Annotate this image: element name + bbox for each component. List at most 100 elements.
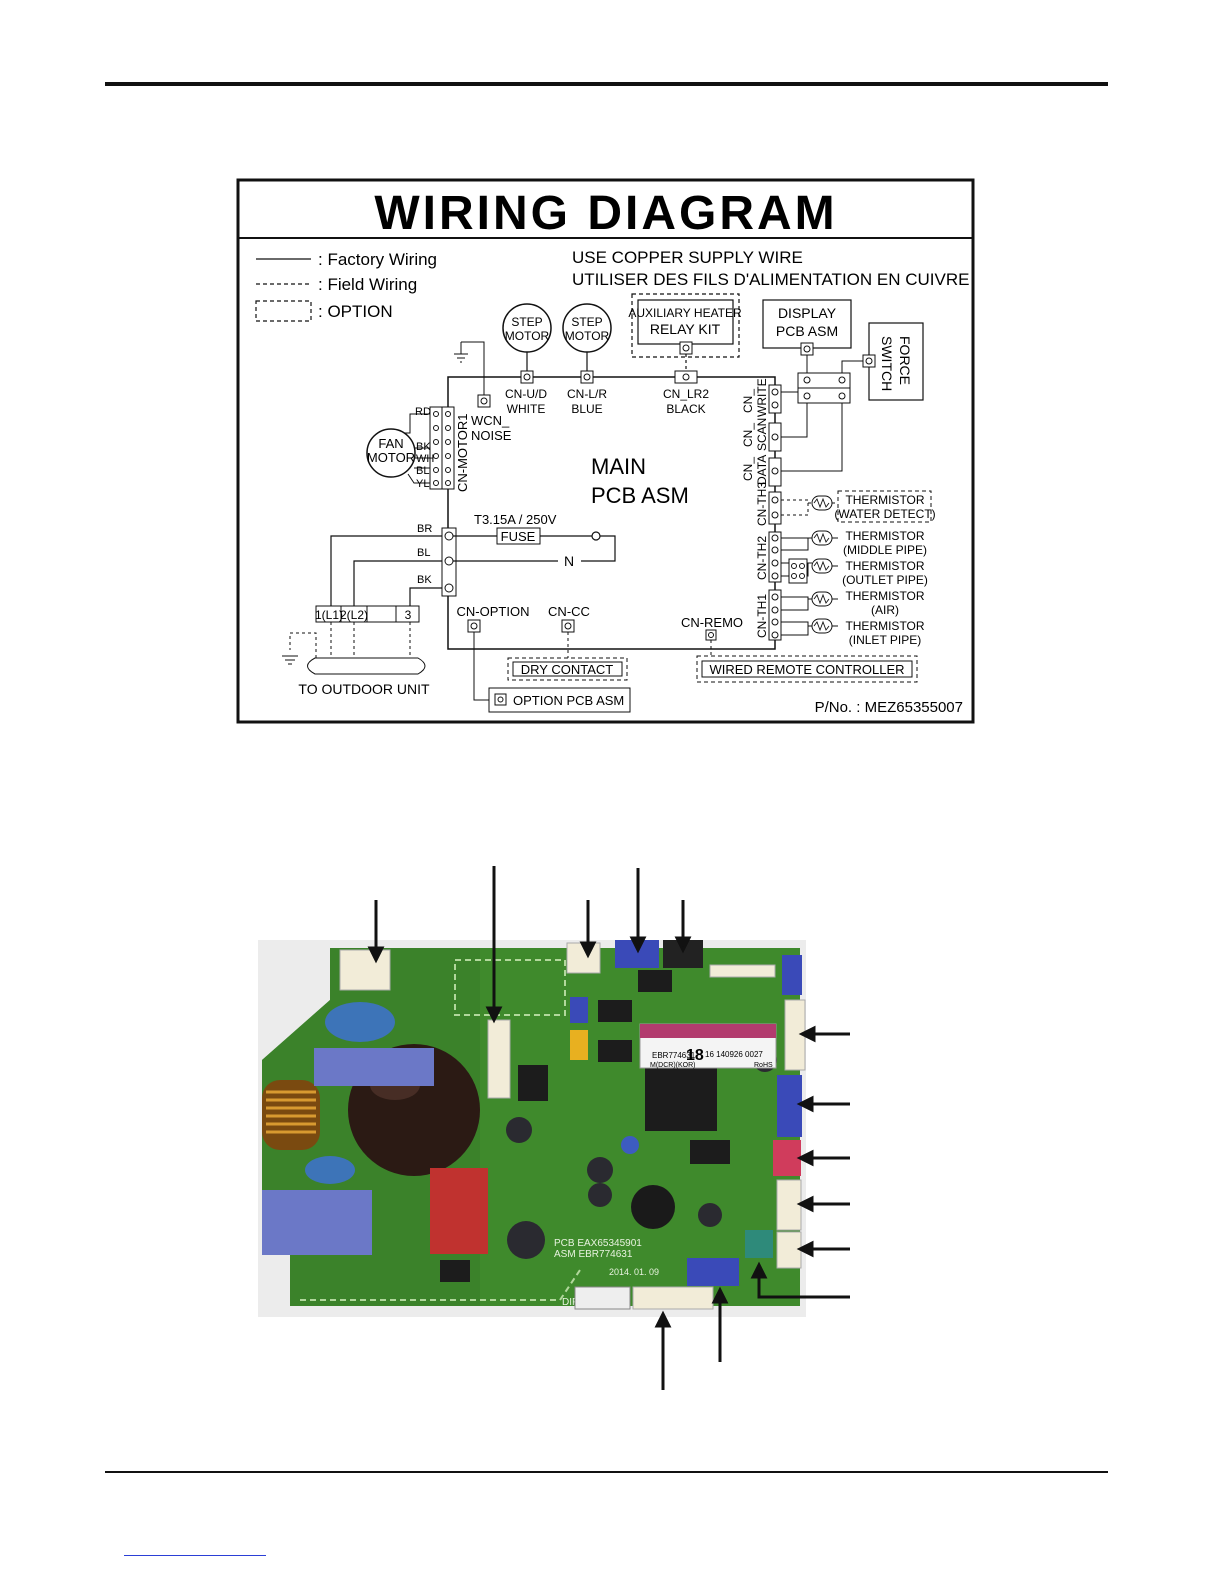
option-pcb-asm [488, 687, 631, 713]
svg-text:EBR774631: EBR774631 [652, 1051, 696, 1060]
cn-motor1-label: CN-MOTOR1 [455, 414, 470, 492]
svg-text:2014. 01. 09: 2014. 01. 09 [609, 1267, 659, 1277]
wired-remote-controller [701, 660, 913, 678]
svg-text:(OUTLET PIPE): (OUTLET PIPE) [842, 573, 928, 587]
svg-text:M(DCR)(KOR): M(DCR)(KOR) [650, 1062, 696, 1069]
svg-text:(MIDDLE PIPE): (MIDDLE PIPE) [843, 543, 927, 557]
legend-factory-wiring: : Factory Wiring [318, 250, 437, 269]
svg-text:BLUE: BLUE [571, 402, 602, 416]
svg-text:WH: WH [416, 453, 434, 465]
th1-connector [776, 1231, 802, 1269]
cn-ud-label: CN-U/D [505, 387, 547, 401]
svg-text:RoHS: RoHS [754, 1062, 773, 1069]
svg-text:RELAY KIT: RELAY KIT [650, 321, 721, 337]
svg-text:MOTOR: MOTOR [367, 450, 415, 465]
svg-text:FUSE: FUSE [501, 529, 536, 544]
cn-scan-label: SCAN [755, 418, 769, 451]
svg-text:(WATER DETECT): (WATER DETECT) [834, 507, 935, 521]
scan-connector [777, 1075, 802, 1137]
svg-text:AUXILIARY HEATER: AUXILIARY HEATER [628, 306, 742, 320]
svg-text:16 140926 0027: 16 140926 0027 [705, 1050, 763, 1059]
fuse-rating: T3.15A / 250V [474, 512, 557, 527]
thermistor-outlet-pipe: THERMISTOR [845, 559, 924, 573]
svg-text:SWITCH: SWITCH [879, 336, 895, 391]
cn-lr-label: CN-L/R [567, 387, 607, 401]
pcb-photo-background [258, 940, 806, 1317]
cn-cc-label: CN-CC [548, 604, 590, 619]
svg-text:DISPLAY: DISPLAY [778, 305, 837, 321]
svg-text:STEP: STEP [571, 315, 602, 329]
svg-text:YL: YL [416, 478, 429, 490]
force-switch [868, 322, 924, 401]
fan-motor [366, 428, 416, 478]
coil [262, 1080, 320, 1150]
svg-text:WIRED REMOTE CONTROLLER: WIRED REMOTE CONTROLLER [709, 662, 904, 677]
step-motor-connector-1 [566, 942, 601, 974]
svg-text:BR: BR [417, 523, 432, 535]
main-microcontroller [645, 1065, 717, 1131]
svg-text:OPTION PCB ASM: OPTION PCB ASM [513, 693, 624, 708]
svg-text:DRY CONTACT: DRY CONTACT [521, 662, 614, 677]
main-pcb-label-2: PCB ASM [591, 483, 689, 508]
svg-text:WHITE: WHITE [507, 402, 546, 416]
step-motor-connector-3 [663, 940, 703, 968]
option-connector [487, 1019, 511, 1099]
svg-text:2(L2): 2(L2) [340, 608, 368, 622]
thermistor-inlet-pipe: THERMISTOR [845, 619, 924, 633]
svg-text:PCB ASM: PCB ASM [776, 323, 838, 339]
svg-text:BL: BL [417, 547, 430, 559]
main-capacitor [348, 1044, 480, 1176]
svg-text:PCB EAX65345901: PCB EAX65345901 [554, 1238, 642, 1249]
legend-option: : OPTION [318, 302, 393, 321]
cn-th3-label: CN-TH3 [755, 482, 769, 526]
svg-text:BL: BL [416, 465, 429, 477]
svg-text:ASM EBR774631: ASM EBR774631 [554, 1249, 633, 1260]
footer-link-underline [124, 1555, 266, 1556]
svg-text:CN_: CN_ [741, 389, 755, 413]
thermistor-water-detect: THERMISTOR [845, 493, 924, 507]
thermistor-air: THERMISTOR [845, 589, 924, 603]
svg-text:(INLET PIPE): (INLET PIPE) [849, 633, 921, 647]
cn-data-label: DATA [755, 455, 769, 485]
svg-text:MOTOR: MOTOR [505, 329, 550, 343]
svg-text:DIP: DIP [562, 1297, 579, 1308]
svg-text:RD: RD [415, 406, 431, 418]
diagram-frame [236, 178, 975, 724]
svg-text:CN_: CN_ [741, 457, 755, 481]
pcb-board [262, 948, 800, 1306]
svg-text:CN_: CN_ [741, 423, 755, 447]
bottom-rule [105, 1471, 1108, 1473]
svg-text:(AIR): (AIR) [871, 603, 899, 617]
svg-text:STEP: STEP [511, 315, 542, 329]
to-outdoor-unit: TO OUTDOOR UNIT [298, 681, 430, 697]
cc-connector [687, 1258, 739, 1286]
svg-text:N: N [564, 553, 574, 569]
th2-connector [776, 1179, 802, 1231]
dry-contact [512, 661, 623, 677]
wcn-noise-label: WCN_ [471, 413, 510, 428]
cn-th1-label: CN-TH1 [755, 594, 769, 638]
display-connector [784, 999, 806, 1071]
notice-french: UTILISER DES FILS D'ALIMENTATION EN CUIV… [572, 270, 969, 289]
cn-th2-label: CN-TH2 [755, 536, 769, 580]
svg-text:NOISE: NOISE [471, 428, 512, 443]
svg-text:BK: BK [416, 441, 431, 453]
cn-option-label: CN-OPTION [457, 604, 530, 619]
power-connector [339, 949, 391, 991]
cn-remo-label: CN-REMO [681, 615, 743, 630]
thermistor-middle-pipe: THERMISTOR [845, 529, 924, 543]
part-number: P/No. : MEZ65355007 [815, 699, 963, 716]
svg-text:FORCE: FORCE [897, 336, 913, 385]
svg-text:1(L1): 1(L1) [315, 608, 343, 622]
pcb-label-sticker [639, 1023, 777, 1069]
svg-text:3: 3 [405, 608, 412, 622]
relay [430, 1168, 488, 1254]
svg-text:FAN: FAN [378, 436, 403, 451]
svg-text:BLACK: BLACK [666, 402, 705, 416]
buzzer [631, 1185, 675, 1229]
svg-text:BK: BK [417, 574, 432, 586]
cn-lr2-label: CN_LR2 [663, 387, 709, 401]
svg-text:MOTOR: MOTOR [565, 329, 610, 343]
diagram-title: WIRING DIAGRAM [374, 187, 837, 240]
top-rule [105, 82, 1108, 86]
